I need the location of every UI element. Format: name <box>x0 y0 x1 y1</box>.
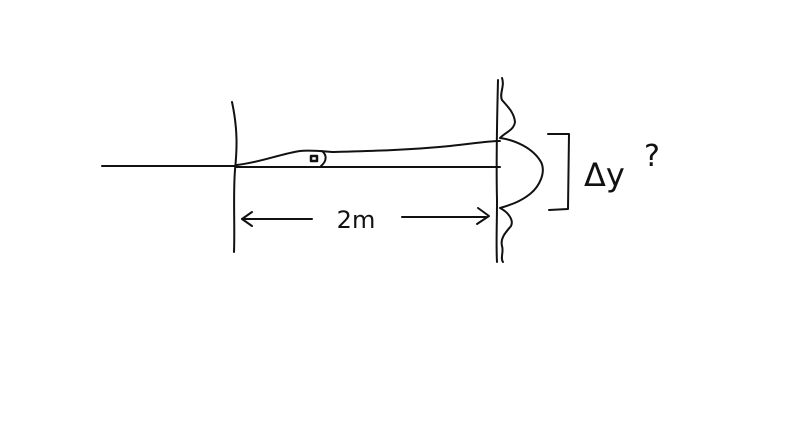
angle-mark <box>309 154 319 163</box>
width-label: Δy <box>584 156 625 194</box>
width-bracket <box>547 133 570 211</box>
distance-label: 2m <box>337 206 376 234</box>
question-mark: ? <box>644 139 660 174</box>
diffracted-ray <box>236 140 501 166</box>
angle-arc <box>320 150 327 167</box>
slit-barrier <box>231 101 238 253</box>
distance-arrow-right-head <box>476 207 490 225</box>
screen <box>495 79 499 263</box>
intensity-pattern <box>499 77 544 263</box>
distance-arrow-left-head <box>241 211 253 227</box>
